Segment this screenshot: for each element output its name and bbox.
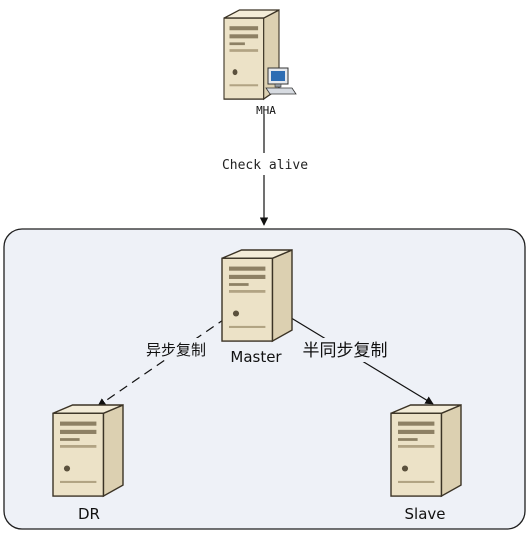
semi-sync-replication-label: 半同步复制	[303, 341, 388, 361]
async-replication-label: 异步复制	[146, 341, 206, 359]
dr-label: DR	[78, 505, 100, 523]
dr-server-icon	[52, 404, 124, 497]
slave-server-icon	[390, 404, 462, 497]
dr-node: DR	[52, 404, 124, 523]
master-server-icon	[221, 249, 293, 342]
check-alive-label: Check alive	[222, 158, 308, 173]
slave-node: Slave	[390, 404, 462, 523]
master-label: Master	[230, 348, 282, 366]
slave-label: Slave	[405, 505, 446, 523]
mha-server-icon	[223, 9, 280, 100]
async-replication-arrow	[97, 317, 227, 407]
mha-label: MHA	[256, 104, 276, 117]
mha-node: MHA	[223, 9, 297, 117]
workstation-icon	[265, 67, 297, 95]
master-node: Master	[221, 249, 293, 366]
